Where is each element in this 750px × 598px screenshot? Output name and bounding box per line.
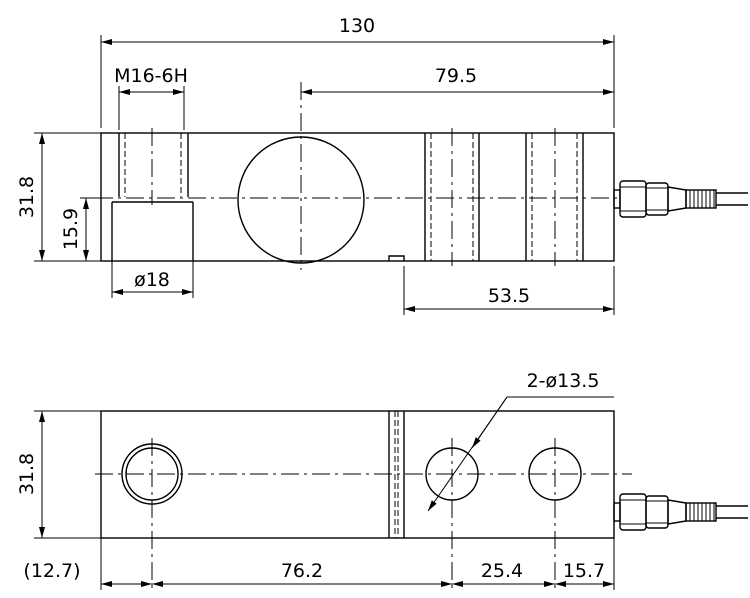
- dim-m16-6h: M16-6H: [114, 65, 188, 87]
- dim-31-8-top: 31.8: [16, 176, 38, 218]
- dim-dia-18: ø18: [134, 269, 170, 291]
- cable-connector: [613, 180, 748, 218]
- dim-2-dia-13-5: 2-ø13.5: [527, 370, 600, 392]
- cable-connector-bottom: [613, 493, 748, 531]
- top-notch: [388, 255, 405, 261]
- top-view: 130 M16-6H 79.5 31.8 15.9 ø18 53.5: [16, 15, 748, 315]
- dim-79-5: 79.5: [435, 65, 477, 87]
- bottom-view: 2-ø13.5 31.8: [16, 370, 748, 590]
- dim-31-8-bottom: 31.8: [16, 453, 38, 495]
- dim-15-7: 15.7: [563, 560, 605, 582]
- through-holes: [424, 133, 584, 261]
- dim-130: 130: [339, 15, 375, 37]
- dim-15-9: 15.9: [60, 208, 82, 250]
- threaded-hole: [111, 133, 194, 261]
- dim-76-2: 76.2: [281, 560, 323, 582]
- top-body-outline: [100, 132, 615, 262]
- dim-25-4: 25.4: [481, 560, 523, 582]
- dim-12-7: (12.7): [23, 560, 80, 582]
- dim-53-5: 53.5: [488, 285, 530, 307]
